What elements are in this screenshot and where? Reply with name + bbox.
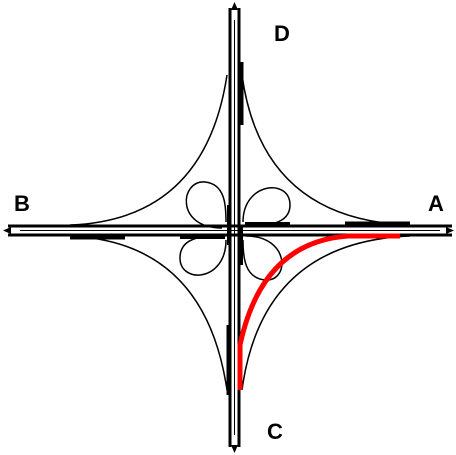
label-east: A	[428, 191, 444, 216]
ramp-southeast-outer	[241, 235, 411, 391]
label-south: C	[267, 419, 283, 444]
arrow-north	[231, 2, 238, 10]
arrow-south	[231, 445, 238, 453]
loop-southwest	[179, 235, 227, 276]
ramp-northwest	[69, 74, 228, 226]
ramp-southwest	[69, 235, 228, 391]
arrow-west	[3, 227, 11, 234]
label-north: D	[274, 21, 290, 46]
ramp-northeast	[241, 74, 411, 226]
loop-northwest	[185, 181, 227, 229]
outer-ramps	[69, 74, 411, 391]
label-west: B	[14, 191, 30, 216]
loop-northeast	[242, 187, 291, 227]
arrow-east	[446, 227, 454, 234]
loop-southeast	[242, 235, 283, 281]
highlighted-ramp-a-to-c	[237, 233, 400, 390]
